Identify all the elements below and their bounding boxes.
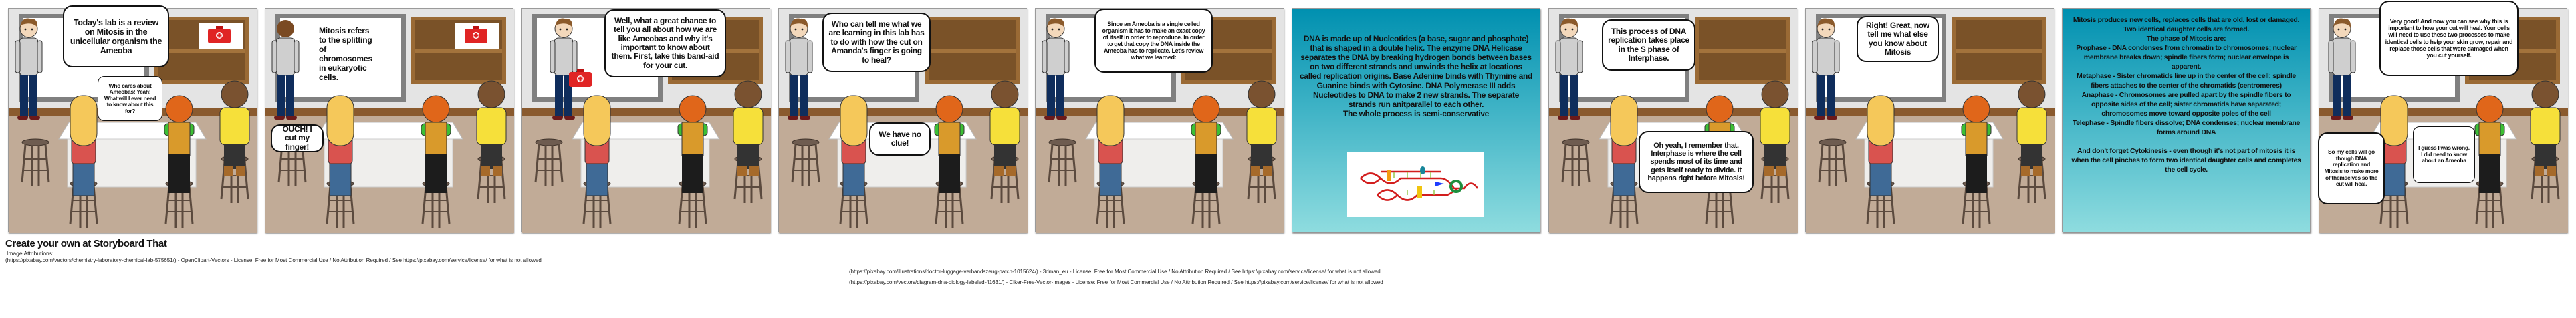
first-aid-kit-icon: [465, 26, 487, 43]
student-curly-hair-boy: [2016, 80, 2047, 203]
teacher-speech-bubble: Since an Ameoba is a single celled organ…: [1094, 9, 1213, 73]
attribution-line: (https://pixabay.com/illustrations/docto…: [849, 269, 1381, 275]
first-aid-kit-icon: [208, 26, 231, 43]
teacher-character: [1042, 18, 1070, 120]
teacher-speech-bubble: Today's lab is a review on Mitosis in th…: [63, 5, 169, 67]
student-curly-hair-boy: [733, 80, 764, 203]
teacher-character: [2328, 18, 2356, 120]
panel-1: Today's lab is a review on Mitosis in th…: [8, 5, 257, 233]
dna-replication-diagram: [1347, 152, 1484, 217]
panel-6-dna-info: DNA is made up of Nucleotides (a base, s…: [1292, 8, 1540, 232]
student-curly-hair-boy: [2530, 80, 2561, 203]
teacher-speech-bubble: Very good! And now you can see why this …: [2379, 1, 2519, 76]
teacher-stool: [1818, 138, 1847, 186]
teacher-speech-bubble: Right! Great, now tell me what else you …: [1857, 16, 1939, 62]
dna-polymerase-marker: [1417, 186, 1422, 198]
student-redhead-boy: [1961, 95, 1992, 228]
student-redhead-boy: [421, 95, 451, 228]
student-blonde-girl: [1866, 95, 1895, 228]
first-aid-kit-icon: [569, 69, 592, 87]
teacher-stool: [1048, 138, 1077, 186]
panel-5: Since an Ameoba is a single celled organ…: [1035, 8, 1284, 233]
student-curly-hair-boy: [476, 80, 507, 203]
primase-marker: [1420, 166, 1425, 174]
teacher-character: [15, 18, 43, 120]
mitosis-phases-text: Mitosis produces new cells, replaces cel…: [2071, 16, 2301, 174]
student-blonde-girl: [839, 95, 868, 228]
student-blonde-girl: [582, 95, 612, 228]
panel-2: Mitosis refers to the splitting of chrom…: [265, 8, 514, 233]
helicase-marker: [1449, 180, 1463, 193]
panel-7: This process of DNA replication takes pl…: [1548, 8, 1798, 233]
lagging-strand: [1360, 170, 1479, 190]
teacher-speech-bubble: Who can tell me what we are learning in …: [822, 13, 931, 72]
teacher-character: [271, 20, 300, 120]
panel-8: Right! Great, now tell me what else you …: [1805, 8, 2055, 233]
student-redhead-boy: [677, 95, 708, 228]
student-blonde-girl: [2379, 95, 2409, 228]
attribution-line: (https://pixabay.com/vectors/chemistry-l…: [5, 257, 542, 263]
student-speech-bubble: So my cells will go though DNA replicati…: [2318, 132, 2385, 204]
student-redhead-boy: [164, 95, 195, 228]
student-speech-bubble: I guess I was wrong. I did need to know …: [2413, 126, 2475, 183]
student-speech-bubble: Oh yeah, I remember that. Interphase is …: [1639, 131, 1754, 193]
student-curly-hair-boy: [219, 80, 250, 203]
teacher-character: [1812, 18, 1840, 120]
student-redhead-boy: [1191, 95, 1221, 228]
teacher-stool: [1561, 138, 1591, 186]
classroom-scene: [265, 9, 514, 233]
teacher-character: [785, 18, 813, 120]
attribution-line: (https://pixabay.com/vectors/diagram-dna…: [849, 279, 1383, 285]
teacher-speech-bubble: This process of DNA replication takes pl…: [1602, 19, 1695, 71]
teacher-stool: [534, 138, 564, 186]
student-blonde-girl: [326, 95, 355, 228]
teacher-speech-bubble: Well, what a great chance to tell you al…: [604, 9, 726, 77]
student-blonde-girl: [69, 95, 98, 228]
whiteboard-text: Mitosis refers to the splitting of chrom…: [319, 26, 372, 82]
teacher-character: [550, 18, 578, 120]
dna-polymerase-marker: [1387, 170, 1391, 181]
attributions-label: Image Attributions:: [7, 250, 54, 257]
student-speech-bubble: We have no clue!: [869, 122, 931, 156]
student-speech-bubble: OUCH! I cut my finger!: [271, 124, 324, 152]
panel-10: Very good! And now you can see why this …: [2318, 1, 2568, 233]
teacher-character: [1555, 18, 1583, 120]
student-curly-hair-boy: [1246, 80, 1277, 203]
student-blonde-girl: [1609, 95, 1639, 228]
student-curly-hair-boy: [989, 80, 1020, 203]
teacher-stool: [791, 138, 820, 186]
create-your-own-link[interactable]: Create your own at Storyboard That: [5, 238, 167, 249]
student-redhead-boy: [2474, 95, 2505, 228]
dna-replication-text: DNA is made up of Nucleotides (a base, s…: [1299, 34, 1533, 118]
panel-3: Well, what a great chance to tell you al…: [521, 8, 771, 233]
panel-4: Who can tell me what we are learning in …: [778, 8, 1028, 233]
panel-9-mitosis-info: Mitosis produces new cells, replaces cel…: [2062, 8, 2311, 232]
student-redhead-boy: [934, 95, 965, 228]
student-blonde-girl: [1096, 95, 1125, 228]
student-curly-hair-boy: [1760, 80, 1790, 203]
helicase-wedge: [1435, 182, 1444, 186]
teacher-stool: [21, 138, 50, 186]
student-speech-bubble: Who cares about Ameobas! Yeah! What will…: [98, 76, 162, 121]
